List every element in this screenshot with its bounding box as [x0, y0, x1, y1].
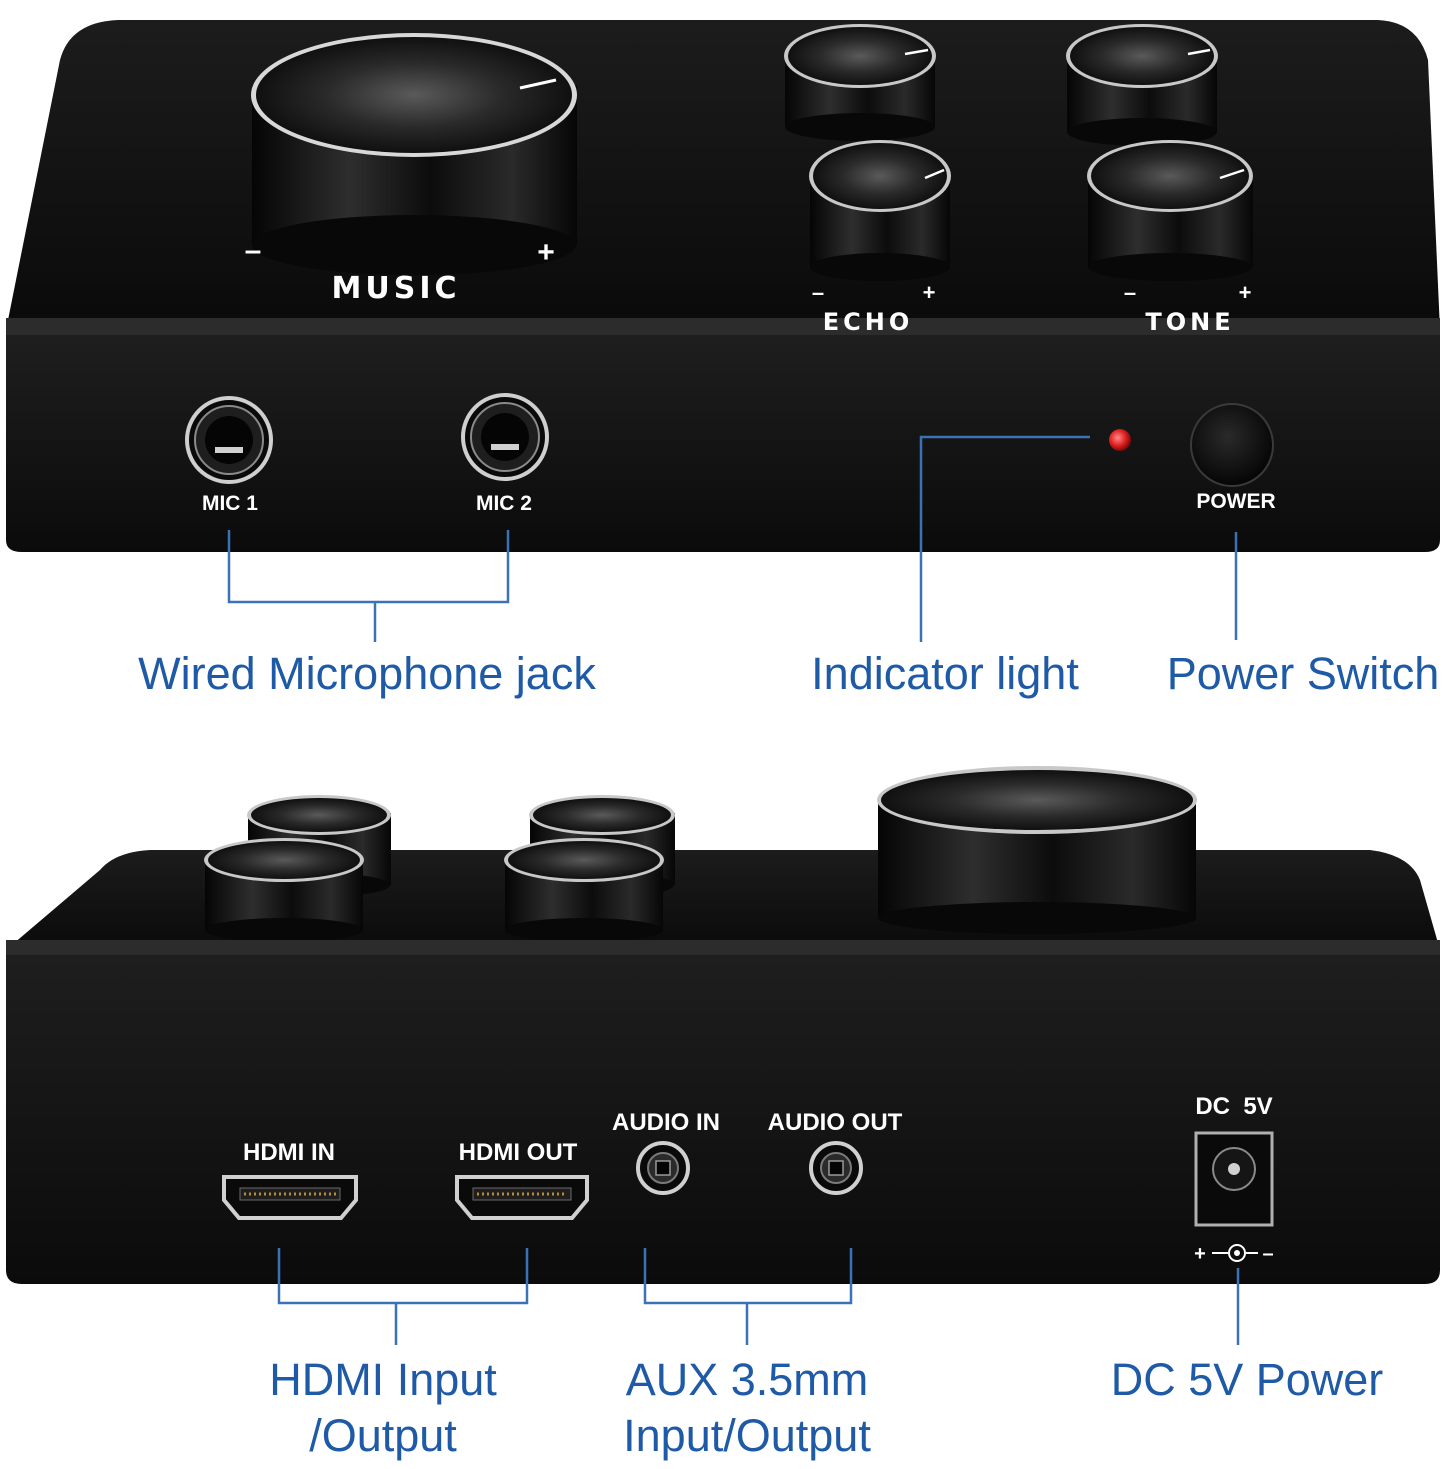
dc-label: DC 5V	[1195, 1093, 1272, 1120]
hdmi-in-port[interactable]	[222, 1175, 358, 1220]
music-plus-label: +	[537, 236, 555, 269]
callout-power-switch: Power Switch	[1166, 648, 1440, 699]
tone-plus-label: +	[1239, 280, 1252, 305]
power-button[interactable]	[1190, 403, 1274, 487]
audio-in-jack[interactable]	[636, 1141, 690, 1195]
indicator-light	[1109, 429, 1131, 451]
audio-out-jack[interactable]	[809, 1141, 863, 1195]
music-label: MUSIC	[332, 271, 461, 306]
mic2-jack[interactable]	[461, 393, 549, 481]
dc-power-jack[interactable]	[1194, 1131, 1274, 1227]
audio-in-label: AUDIO IN	[612, 1109, 720, 1136]
rear-small-knob-4[interactable]	[504, 838, 664, 942]
indicator-leader	[919, 435, 1090, 642]
callout-mic-jack: Wired Microphone jack	[138, 648, 596, 699]
echo-label: ECHO	[823, 308, 914, 336]
back-device: HDMI IN HDMI OUT AUDIO IN AUDIO OUT	[6, 766, 1440, 1284]
hdmi-out-port[interactable]	[455, 1175, 589, 1220]
callout-hdmi-line2: /Output	[309, 1410, 457, 1461]
tone-knob-front[interactable]	[1087, 140, 1253, 281]
front-device-face	[6, 335, 1440, 552]
top-leader-lines	[227, 435, 1238, 642]
callout-dc-power: DC 5V Power	[1110, 1354, 1384, 1405]
audio-out-label: AUDIO OUT	[768, 1109, 903, 1136]
rear-small-knob-2[interactable]	[204, 838, 364, 942]
callout-aux-line2: Input/Output	[623, 1410, 871, 1461]
polarity-minus: –	[1262, 1243, 1273, 1265]
echo-minus-label: –	[812, 280, 824, 305]
echo-knob-front[interactable]	[809, 140, 951, 281]
mic-leader-bracket	[227, 530, 510, 604]
bottom-leader-lines	[277, 1248, 1240, 1345]
hdmi-leader-bracket	[277, 1248, 529, 1305]
echo-plus-label: +	[923, 280, 936, 305]
mic1-jack[interactable]	[185, 396, 273, 484]
hdmi-out-label: HDMI OUT	[459, 1139, 578, 1166]
rear-music-knob[interactable]	[877, 766, 1197, 934]
music-minus-label: –	[245, 234, 262, 267]
callout-indicator: Indicator light	[811, 648, 1079, 699]
polarity-plus: +	[1194, 1243, 1206, 1265]
mic1-label: MIC 1	[202, 492, 258, 515]
front-device: – + MUSIC – + ECHO	[6, 20, 1440, 552]
back-device-face	[6, 955, 1440, 1284]
callout-aux-line1: AUX 3.5mm	[625, 1354, 869, 1405]
polarity-symbol	[1212, 1244, 1258, 1262]
tone-knob-back[interactable]	[1066, 24, 1218, 146]
tone-minus-label: –	[1124, 280, 1136, 305]
callout-hdmi-line1: HDMI Input	[269, 1354, 497, 1405]
music-knob[interactable]	[251, 33, 577, 275]
tone-label: TONE	[1145, 308, 1234, 336]
mic2-label: MIC 2	[476, 492, 532, 515]
echo-knob-back[interactable]	[784, 24, 936, 141]
power-label: POWER	[1196, 490, 1275, 513]
hdmi-in-label: HDMI IN	[243, 1139, 335, 1166]
